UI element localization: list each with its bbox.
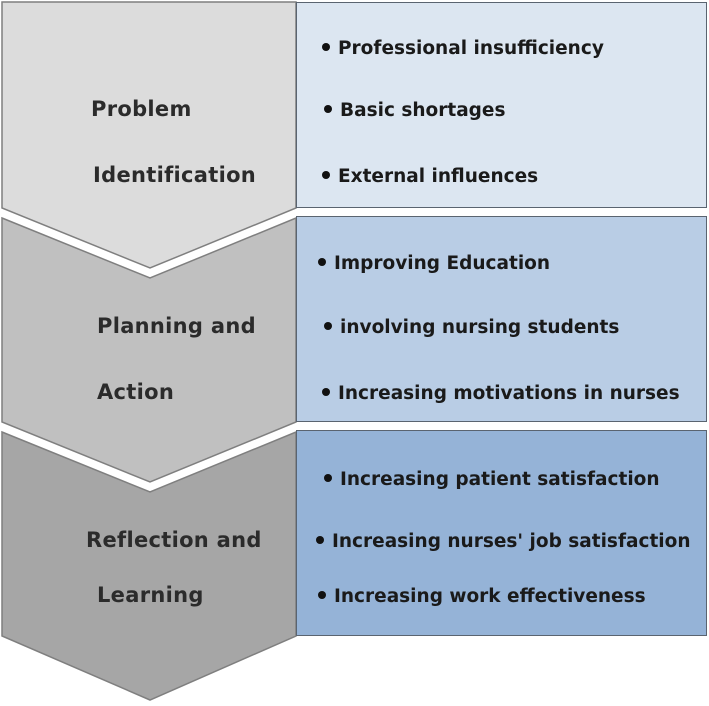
bullet-dot-icon [324, 105, 332, 113]
chevron-problem-identification [1, 1, 297, 269]
phase-3-items-box [296, 430, 707, 636]
phase-3-label-line-1: Reflection and [86, 528, 262, 552]
bullet-dot-icon [322, 43, 330, 51]
bullet-dot-icon [318, 591, 326, 599]
bullet-dot-icon [316, 536, 324, 544]
phase-2-label-line-1: Planning and [97, 314, 256, 338]
bullet-dot-icon [322, 388, 330, 396]
phase-2-items-box [296, 216, 707, 422]
phase-1-item-2: Basic shortages [324, 100, 506, 121]
phase-1-item-1: Professional insufficiency [322, 38, 604, 59]
phase-2-item-2: involving nursing students [324, 317, 619, 338]
bullet-dot-icon [324, 322, 332, 330]
phase-3-item-1: Increasing patient satisfaction [324, 469, 660, 490]
phase-3-item-3: Increasing work effectiveness [318, 586, 646, 607]
bullet-dot-icon [322, 171, 330, 179]
phase-2-item-3: Increasing motivations in nurses [322, 383, 680, 404]
phase-3-item-2: Increasing nurses' job satisfaction [316, 531, 691, 552]
phase-3-label-line-2: Learning [97, 583, 204, 607]
chevron-reflection-and-learning [1, 430, 297, 701]
phase-1-label-line-1: Problem [91, 97, 192, 121]
phase-1-label-line-2: Identification [93, 163, 257, 187]
chevron-planning-and-action [1, 216, 297, 483]
phase-2-label-line-2: Action [97, 380, 175, 404]
bullet-dot-icon [318, 258, 326, 266]
phase-1-item-3: External influences [322, 166, 538, 187]
phase-2-item-1: Improving Education [318, 253, 550, 274]
phase-1-items-box [296, 2, 707, 208]
bullet-dot-icon [324, 474, 332, 482]
